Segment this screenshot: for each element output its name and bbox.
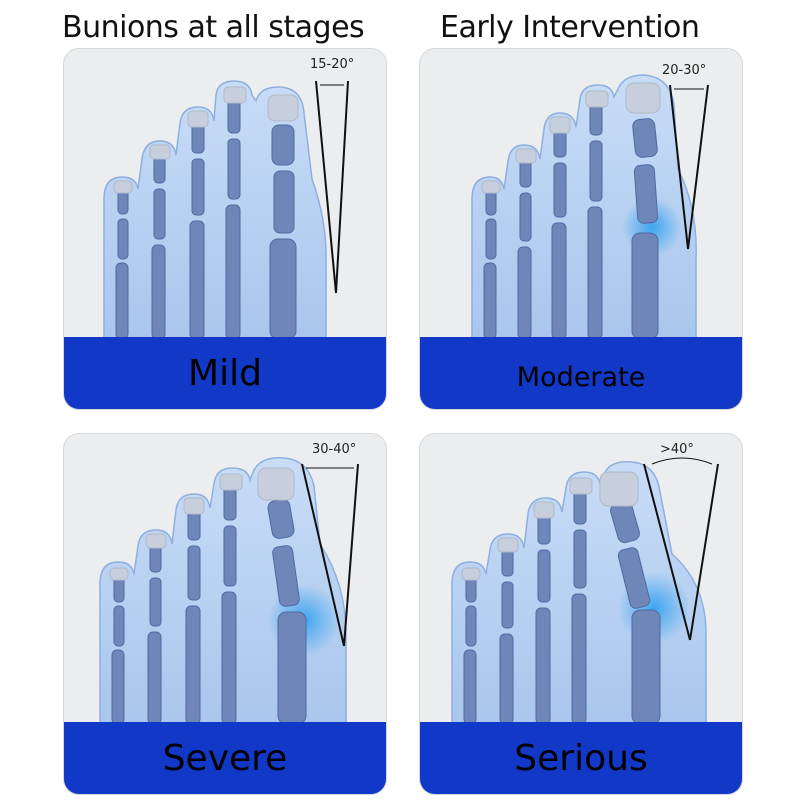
heading-bunions-all-stages: Bunions at all stages xyxy=(62,10,365,45)
toenails xyxy=(461,471,639,581)
angle-line-vertical xyxy=(315,80,337,294)
angle-arrow xyxy=(651,457,713,465)
foot-xray-illustration xyxy=(451,457,719,724)
bone-structure xyxy=(115,92,297,339)
angle-line-vertical xyxy=(669,84,689,250)
stage-band: Moderate xyxy=(420,337,742,409)
stage-card-serious: >40° Serious xyxy=(419,433,743,795)
stage-band: Severe xyxy=(64,722,386,794)
angle-label: 30-40° xyxy=(312,442,357,457)
toenails xyxy=(109,467,295,581)
angle-line-toe xyxy=(643,463,691,641)
angle-line-toe xyxy=(335,80,349,294)
foot-xray-illustration xyxy=(103,80,349,339)
toenails xyxy=(481,82,661,194)
angle-label: >40° xyxy=(660,442,694,457)
stage-band: Mild xyxy=(64,337,386,409)
stage-label-serious: Serious xyxy=(514,737,648,779)
toenails xyxy=(113,86,299,194)
stage-band: Serious xyxy=(420,722,742,794)
stage-label-severe: Severe xyxy=(162,737,288,779)
stage-card-severe: 30-40° Severe xyxy=(63,433,387,795)
angle-line-vertical xyxy=(689,463,719,641)
stage-label-moderate: Moderate xyxy=(516,361,646,393)
bone-structure xyxy=(483,94,659,339)
angle-line-toe xyxy=(301,463,345,647)
foot-xray-illustration xyxy=(471,74,709,339)
angle-line-toe xyxy=(687,84,709,250)
angle-line-vertical xyxy=(343,463,359,647)
stage-card-mild: 15-20° Mild xyxy=(63,48,387,410)
stage-card-moderate: 20-30° Moderate xyxy=(419,48,743,410)
angle-label: 20-30° xyxy=(662,63,707,78)
stage-label-mild: Mild xyxy=(188,352,262,394)
angle-label: 15-20° xyxy=(310,57,355,72)
heading-early-intervention: Early Intervention xyxy=(440,10,700,45)
foot-xray-illustration xyxy=(99,457,359,724)
